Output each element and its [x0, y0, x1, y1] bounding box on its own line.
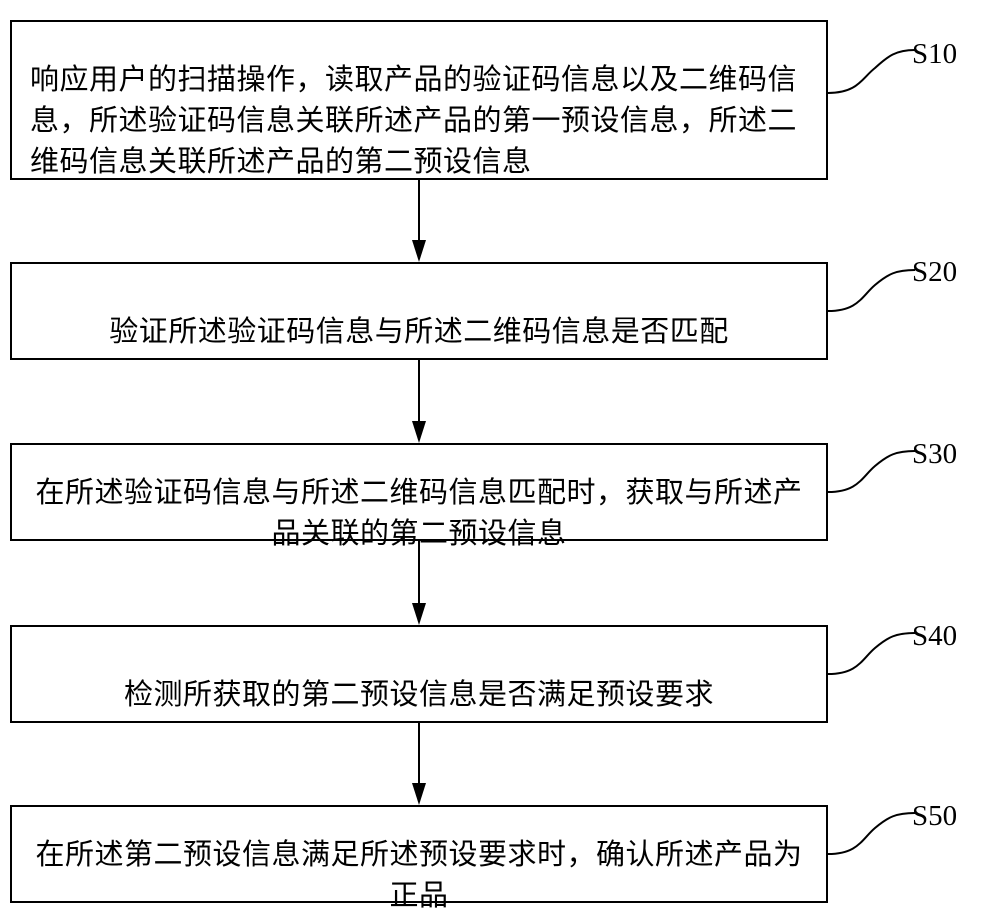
- step-box-s20: 验证所述验证码信息与所述二维码信息是否匹配: [10, 262, 828, 360]
- step-text-s50: 在所述第二预设信息满足所述预设要求时，确认所述产品为正品: [12, 793, 826, 916]
- arrow-s20-s30: [412, 360, 426, 443]
- step-s40-text: 检测所获取的第二预设信息是否满足预设要求: [123, 677, 714, 711]
- step-s50-text: 在所述第二预设信息满足所述预设要求时，确认所述产品为正品: [35, 836, 803, 912]
- step-box-s10: 响应用户的扫描操作，读取产品的验证码信息以及二维码信息，所述验证码信息关联所述产…: [10, 20, 828, 180]
- step-text-s20: 验证所述验证码信息与所述二维码信息是否匹配: [99, 270, 739, 352]
- step-box-s50: 在所述第二预设信息满足所述预设要求时，确认所述产品为正品: [10, 805, 828, 912]
- step-label-s40: S40: [912, 620, 958, 652]
- arrow-s40-s50: [412, 723, 426, 805]
- arrow-s30-s40: [412, 541, 426, 625]
- step-text-s30: 在所述验证码信息与所述二维码信息匹配时，获取与所述产品关联的第二预设信息: [12, 431, 826, 554]
- step-label-s10: S10: [912, 38, 958, 70]
- step-label-s20: S20: [912, 256, 958, 288]
- step-label-s50: S50: [912, 800, 958, 832]
- step-label-s30: S30: [912, 438, 958, 470]
- leader-s50: [827, 812, 916, 855]
- step-text-s10: 响应用户的扫描操作，读取产品的验证码信息以及二维码信息，所述验证码信息关联所述产…: [12, 18, 826, 182]
- leader-s10: [827, 49, 916, 94]
- step-s20-text: 验证所述验证码信息与所述二维码信息是否匹配: [109, 314, 729, 348]
- step-box-s30: 在所述验证码信息与所述二维码信息匹配时，获取与所述产品关联的第二预设信息: [10, 443, 828, 550]
- step-box-s40: 检测所获取的第二预设信息是否满足预设要求: [10, 625, 828, 723]
- step-s30-text: 在所述验证码信息与所述二维码信息匹配时，获取与所述产品关联的第二预设信息: [35, 474, 803, 550]
- step-text-s40: 检测所获取的第二预设信息是否满足预设要求: [114, 633, 724, 715]
- leader-s40: [827, 632, 916, 675]
- arrow-s10-s20: [412, 180, 426, 262]
- leader-s30: [827, 450, 916, 493]
- step-s10-text: 响应用户的扫描操作，读取产品的验证码信息以及二维码信息，所述验证码信息关联所述产…: [30, 62, 798, 178]
- leader-s20: [827, 269, 916, 312]
